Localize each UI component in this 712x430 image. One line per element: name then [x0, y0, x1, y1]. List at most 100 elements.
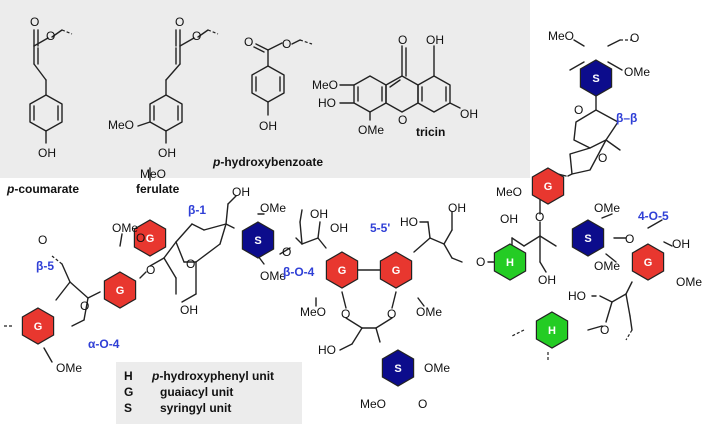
tricin-ring-oxygen: O: [398, 113, 407, 127]
syringyl-ring-top: S: [579, 59, 613, 97]
syringyl-ring-left: S: [241, 221, 275, 259]
dioxocin-oxygen-right: O: [387, 307, 396, 321]
guaiacyl-ring-far-left-letter: G: [34, 321, 43, 333]
hydroxyphenyl-ring-bottom-right-hexagon: [535, 311, 569, 349]
beta-5-linkage-label: β-5: [36, 259, 54, 273]
s-right-methoxy-top: OMe: [594, 201, 620, 215]
guaiacyl-ring-far-left: G: [21, 307, 55, 345]
legend-key-g: G: [124, 385, 133, 399]
h-unit-ether-oxygen: O: [476, 255, 485, 269]
legend-text-s: syringyl unit: [160, 401, 231, 415]
s-left-methoxy-bottom: OMe: [260, 269, 286, 283]
guaiacyl-ring-right-hexagon: [631, 243, 665, 281]
lower-chain-oxygen: O: [600, 323, 609, 337]
syringyl-ring-top-hexagon: [579, 59, 613, 97]
alpha-o-4-oxygen: O: [146, 263, 155, 277]
g-upper-ether-oxygen: O: [535, 210, 544, 224]
tricin-4prime-hydroxyl: HO: [318, 96, 336, 110]
ferulate-label: ferulate: [136, 182, 180, 196]
p-coumarate-ester-oxygen: O: [46, 29, 55, 43]
legend-text-h: p-hydroxyphenyl unit: [151, 369, 274, 383]
linkage-labels: β–β β-1 β-5 α-O-4 β-O-4 5-5' 4-O-5: [36, 111, 669, 351]
legend-text-g: guaiacyl unit: [160, 385, 233, 399]
dienone-oxygen: O: [136, 231, 145, 245]
hydroxyphenyl-ring-center-letter: H: [506, 257, 514, 269]
beta-o-4-oxygen: O: [282, 245, 291, 259]
hydroxyphenyl-ring-center: H: [493, 243, 527, 281]
guaiacyl-ring-dienone: G: [133, 219, 167, 257]
beta-o-4-chain-hydroxyl-2: OH: [330, 221, 348, 235]
ferulate-hydroxyl: OH: [158, 146, 176, 160]
guaiacyl-ring-left: G: [103, 271, 137, 309]
guaiacyl-ring-far-left-hexagon: [21, 307, 55, 345]
legend-key-s: S: [124, 401, 132, 415]
syringyl-ring-right-letter: S: [584, 233, 591, 245]
guaiacyl-ring-biphenyl-left-letter: G: [338, 265, 347, 277]
guaiacyl-ring-left-letter: G: [116, 285, 125, 297]
resinol-oxygen-bottom: O: [598, 151, 607, 165]
s-top-oxygen: O: [630, 31, 639, 45]
tricin-7-hydroxyl: OH: [460, 107, 478, 121]
dioxocin-oxygen-left: O: [341, 307, 350, 321]
s-bottom-oxygen: O: [418, 397, 427, 411]
guaiacyl-ring-left-hexagon: [103, 271, 137, 309]
p-coumarate-label: p-coumarate: [6, 182, 79, 196]
syringyl-ring-left-letter: S: [254, 235, 261, 247]
p-hydroxybenzoate-carbonyl-oxygen: O: [244, 35, 253, 49]
beta-o-4-linkage-label: β-O-4: [283, 265, 315, 279]
beta-1-linkage-label: β-1: [188, 203, 206, 217]
g-right-methoxy: OMe: [676, 275, 702, 289]
s-top-methoxy-right: OMe: [624, 65, 650, 79]
p-hydroxybenzoate-structure: O O OH p-hydroxybenzoate: [212, 35, 323, 169]
p-hydroxybenzoate-ester-oxygen: O: [282, 37, 291, 51]
monomer-panel: [0, 0, 530, 178]
main-fragment-atoms: MeO O OMe O O MeO O OMe OMe OH OH O OH O…: [38, 29, 702, 411]
legend-key-h: H: [124, 369, 133, 383]
p-hydroxybenzoate-hydroxyl: OH: [259, 119, 277, 133]
unit-legend: H p-hydroxyphenyl unit G guaiacyl unit S…: [124, 369, 274, 415]
guaiacyl-ring-right: G: [631, 243, 665, 281]
tricin-5-hydroxyl: OH: [426, 33, 444, 47]
tricin-5prime-methoxy: OMe: [358, 123, 384, 137]
p-coumarate-hydroxyl: OH: [38, 146, 56, 160]
hydroxyphenyl-ring-center-hexagon: [493, 243, 527, 281]
syringyl-ring-right-hexagon: [571, 219, 605, 257]
ferulate-ester-oxygen: O: [192, 29, 201, 43]
legend-panel: [116, 362, 302, 424]
guaiacyl-ring-biphenyl-right-hexagon: [379, 251, 413, 289]
biphenyl-methoxy-left: MeO: [300, 305, 326, 319]
g-left-methoxy: OMe: [112, 221, 138, 235]
syringyl-ring-left-hexagon: [241, 221, 275, 259]
syringyl-ring-right: S: [571, 219, 605, 257]
dioxocin-hydroxyl: HO: [318, 343, 336, 357]
syringyl-ring-top-letter: S: [592, 73, 599, 85]
syringyl-ring-bottom-hexagon: [381, 349, 415, 387]
tricin-label: tricin: [416, 125, 445, 139]
biphenyl-methoxy-right: OMe: [416, 305, 442, 319]
ferulate-structure: O O MeO OH ferulate: [108, 15, 219, 196]
dienone-methoxy: MeO: [140, 167, 166, 181]
alpha-o-4-linkage-label: α-O-4: [88, 337, 120, 351]
ferulate-methoxy: MeO: [108, 118, 134, 132]
g-right-hydroxyl: OH: [672, 237, 690, 251]
guaiacyl-ring-biphenyl-left-hexagon: [325, 251, 359, 289]
spiro-hydroxyl-bottom: OH: [180, 303, 198, 317]
guaiacyl-ring-upper-right-letter: G: [544, 181, 553, 193]
four-o-five-oxygen: O: [625, 232, 634, 246]
syringyl-ring-bottom-letter: S: [394, 363, 401, 375]
spiro-hydroxyl-top: OH: [232, 185, 250, 199]
p-hydroxybenzoate-label: p-hydroxybenzoate: [212, 155, 323, 169]
guaiacyl-ring-biphenyl-left: G: [325, 251, 359, 289]
g-upper-methoxy: MeO: [496, 185, 522, 199]
center-chain-hydroxyl-1: OH: [448, 201, 466, 215]
four-o-five-linkage-label: 4-O-5: [638, 209, 669, 223]
chain-hydroxyl-upper: OH: [500, 212, 518, 226]
center-chain-hydroxyl-2: HO: [400, 215, 418, 229]
syringyl-ring-bottom: S: [381, 349, 415, 387]
chain-hydroxyl-right: OH: [538, 273, 556, 287]
s-bottom-methoxy-left: MeO: [360, 397, 386, 411]
coumaran-methoxy-chain-oxygen: O: [38, 233, 47, 247]
